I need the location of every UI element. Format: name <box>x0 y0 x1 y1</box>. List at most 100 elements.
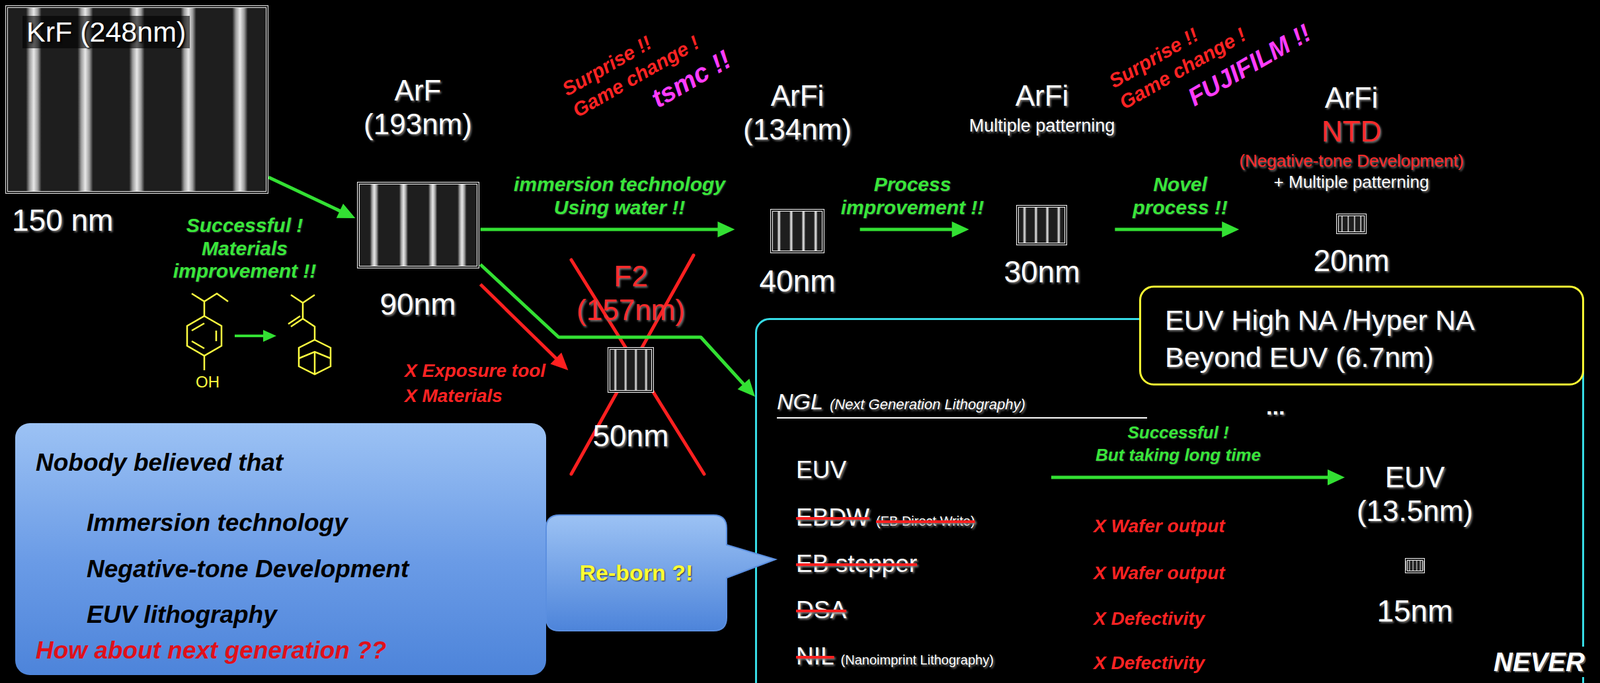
annotation-label: ... <box>1266 394 1285 420</box>
node-text: F2 (157nm) <box>567 259 693 327</box>
sem-image <box>1404 558 1425 574</box>
double-bond <box>215 330 218 342</box>
euv-arrow <box>1051 469 1345 486</box>
ntd-stage: ArFiNTD(Negative-tone Development)+ Mult… <box>1239 81 1464 279</box>
node-text: ArF (193nm) <box>355 74 480 141</box>
arfi-stage: ArFiMultiple patterning 30nm <box>969 79 1116 290</box>
double-bond <box>191 341 205 349</box>
edge-label: Successful ! Materials improvement !! <box>167 214 322 283</box>
node-text: ArFi <box>1324 81 1379 116</box>
sem-image <box>357 181 480 269</box>
node-text: Immersion technology <box>86 509 533 538</box>
sem-image <box>770 208 825 254</box>
chem-arrow <box>234 329 277 342</box>
carbonyl-bond <box>290 318 303 327</box>
node-text: EUV lithography <box>86 600 533 630</box>
connector-line <box>860 228 957 232</box>
connector-line <box>1114 228 1226 232</box>
node-text: NGL <box>776 388 824 415</box>
annotation-label: (EB Direct Write) <box>876 513 976 529</box>
benzene-ring <box>187 316 222 356</box>
sem-image <box>1336 213 1367 235</box>
annotation-label: X Defectivity <box>1093 608 1205 630</box>
connector <box>480 284 569 371</box>
arrow-head <box>717 221 735 238</box>
node-text: (Negative-tone Development) <box>1239 151 1464 172</box>
adamantane-cage <box>298 339 331 375</box>
arrow-head <box>1327 469 1345 486</box>
alkyl-chain <box>290 294 315 303</box>
annotation-label: EB stepper <box>796 550 918 579</box>
krf-stage: KrF (248nm)150 nm <box>5 5 269 239</box>
node-text: KrF (248nm) <box>22 15 190 49</box>
speech-bubble: Re-born ?! <box>546 515 727 631</box>
edge-label: Process improvement !! <box>835 173 990 219</box>
carbonyl-bond <box>288 316 301 324</box>
adamantane-cage <box>314 351 317 375</box>
callout-box: Nobody believed thatImmersion technology… <box>15 423 547 676</box>
alkyl-chain <box>302 302 305 319</box>
arrow-head <box>952 221 970 238</box>
annotation-label: DSA <box>796 596 847 625</box>
edge-label: Novel process !! <box>1127 173 1234 219</box>
node-text: ArFi <box>1015 79 1070 114</box>
alkyl-chain <box>204 293 229 302</box>
annotation-label: X Exposure tool <box>404 360 546 382</box>
sem-image <box>1016 204 1068 246</box>
arrow-head <box>550 352 568 371</box>
annotation-label: X Defectivity <box>1093 652 1205 674</box>
node-text: How about next generation ?? <box>35 636 533 666</box>
ester-bond <box>302 318 315 340</box>
high-na-box: EUV High NA /Hyper NABeyond EUV (6.7nm) <box>1139 285 1585 386</box>
arrow-head <box>737 378 756 397</box>
arf-stage: ArF (193nm) 90nm <box>355 74 480 322</box>
annotation-label: X Wafer output <box>1093 562 1226 584</box>
annotation-label: But taking long time <box>1095 445 1261 466</box>
heading-row: NGL (Next Generation Lithography) <box>776 388 1148 419</box>
arrow-head <box>336 203 356 219</box>
annotation-label: NEVER <box>1490 646 1588 678</box>
node-text: EUV (13.5nm) <box>1352 460 1478 528</box>
connector <box>1114 221 1240 238</box>
node-text: (Next Generation Lithography) <box>829 396 1026 413</box>
connector <box>480 221 736 238</box>
node-text: NTD <box>1321 115 1382 149</box>
sem-image: KrF (248nm) <box>5 5 269 194</box>
euv-stage: EUV (13.5nm) 15nm <box>1352 460 1478 629</box>
annotation-label: OH <box>195 372 220 392</box>
edge-label: immersion technology Using water !! <box>507 173 732 219</box>
node-text: 50nm <box>592 418 669 454</box>
annotation-label: X Materials <box>404 385 503 407</box>
sem-image <box>607 347 654 393</box>
node-text: 40nm <box>759 263 836 299</box>
node-text: 30nm <box>1003 254 1080 290</box>
arfi-stage: ArFi (134nm)40nm <box>734 79 860 299</box>
node-text: Beyond EUV (6.7nm) <box>1164 340 1563 375</box>
double-bond <box>191 323 205 331</box>
connector <box>268 177 356 219</box>
annotation-label: (Nanoimprint Lithography) <box>840 652 994 668</box>
node-text: Multiple patterning <box>969 115 1116 137</box>
hydroxyl-bond <box>203 355 206 371</box>
annotation-label: EBDW <box>796 503 870 533</box>
arrow-line <box>234 334 265 338</box>
connector-line <box>480 228 722 232</box>
connector <box>860 221 970 238</box>
node-text: 90nm <box>379 286 456 322</box>
node-text: 20nm <box>1313 243 1390 279</box>
node-text: EUV High NA /Hyper NA <box>1164 303 1563 338</box>
annotation-label: X Wafer output <box>1093 515 1226 537</box>
node-text: Negative-tone Development <box>86 555 533 584</box>
node-text: + Multiple patterning <box>1274 172 1430 193</box>
arrow-line <box>1051 476 1329 480</box>
annotation-label: EUV <box>796 456 847 485</box>
connector-line <box>268 177 344 213</box>
node-text: 15nm <box>1376 593 1453 629</box>
connector-line <box>480 284 560 361</box>
node-text: Nobody believed that <box>35 448 533 478</box>
f2-stage: F2 (157nm) 50nm <box>567 259 693 454</box>
arrow-head <box>263 329 277 342</box>
chemical-structures <box>187 293 331 375</box>
bubble-outline <box>546 515 776 631</box>
